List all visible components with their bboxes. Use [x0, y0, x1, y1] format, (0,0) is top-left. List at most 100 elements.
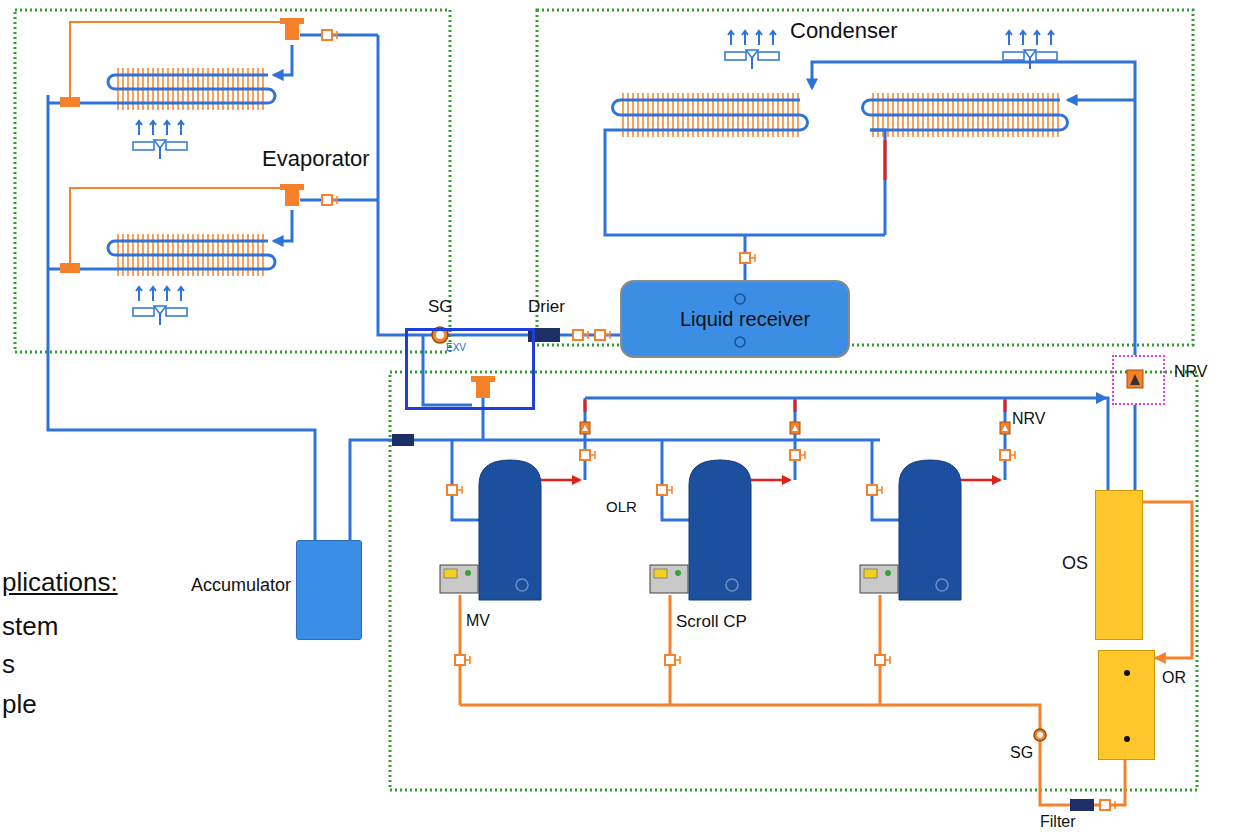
component-node: NRV — [1112, 355, 1165, 405]
hot-segment — [584, 400, 587, 412]
check-valve — [580, 422, 590, 434]
valve-handle — [750, 254, 755, 262]
fan-shaft — [159, 314, 161, 325]
part-label: stem — [2, 612, 58, 642]
airflow-arrow — [1034, 31, 1040, 45]
fan-hub — [154, 306, 166, 314]
oil-return-pipe — [879, 595, 882, 705]
liquid-feed-pipe — [300, 199, 378, 202]
airflow-arrow — [150, 287, 156, 301]
hot-segment — [884, 140, 887, 180]
scroll-compressor — [899, 460, 961, 600]
fan-blade — [133, 142, 154, 150]
sensing-bulb — [60, 97, 80, 107]
sight-glass-window — [1037, 732, 1043, 738]
component-label: Liquid receiver — [680, 308, 810, 331]
discharge-pipe — [1004, 398, 1007, 480]
check-valve — [1127, 370, 1143, 388]
oil-solenoid-lamp — [675, 570, 681, 576]
component-node: EXV — [405, 328, 535, 410]
flow-arrow — [1096, 392, 1108, 404]
fan-hub — [154, 140, 166, 148]
pipe-connector — [1134, 405, 1137, 490]
coil-tube — [108, 75, 275, 103]
fan-blade — [758, 52, 779, 60]
fan-shaft — [159, 148, 161, 159]
airflow-arrow — [178, 287, 184, 301]
fan-blade — [133, 308, 154, 316]
airflow-arrow — [136, 287, 142, 301]
airflow-arrow — [1048, 31, 1054, 45]
valve-handle — [1110, 801, 1115, 809]
coil-tube — [863, 100, 1068, 130]
airflow-arrow — [742, 31, 748, 45]
part-label: Scroll CP — [676, 612, 747, 632]
service-valve — [322, 30, 332, 40]
check-valve-arrow — [582, 425, 588, 431]
heat-exchanger-coil — [613, 93, 808, 137]
oil-solenoid-coil — [444, 569, 457, 578]
hot-gas-pipe — [1068, 99, 1135, 102]
airflow-arrow — [1006, 31, 1012, 45]
oil-return-pipe — [459, 595, 462, 705]
heat-exchanger-coil — [108, 234, 275, 276]
part-label: Filter — [1040, 813, 1076, 831]
oil-solenoid-body — [440, 565, 478, 593]
airflow-arrow — [770, 31, 776, 45]
airflow-arrow — [164, 121, 170, 135]
oil-solenoid-lamp — [465, 570, 471, 576]
component-label: EXV — [446, 342, 466, 354]
capillary-line — [70, 22, 292, 98]
suction-filter — [392, 434, 414, 446]
check-valve-arrow — [792, 425, 798, 431]
tank-port — [735, 337, 745, 347]
liquid-feed-pipe — [300, 34, 378, 37]
sight-glass — [1034, 729, 1046, 741]
scroll-compressor — [689, 460, 751, 600]
hot-segment — [1004, 400, 1007, 412]
fan-hub — [746, 50, 758, 58]
part-label: OLR — [606, 498, 637, 515]
valve-handle — [885, 656, 890, 664]
service-valve — [595, 330, 605, 340]
level-dot — [1124, 736, 1130, 742]
part-label: Evaporator — [262, 146, 370, 171]
oil-return-pipe — [669, 595, 672, 705]
part-label: Condenser — [790, 18, 898, 43]
capillary-line — [70, 188, 292, 264]
valve-handle — [605, 331, 610, 339]
oil-solenoid-coil — [654, 569, 667, 578]
expansion-valve-head — [471, 376, 495, 382]
valve-handle — [583, 331, 588, 339]
oil-sight-port — [726, 579, 738, 591]
oil-header — [460, 705, 1125, 805]
coil-tube — [613, 100, 808, 130]
component-label: NRV — [1174, 363, 1208, 381]
compressor-suction-pipe — [872, 440, 899, 520]
zone-outline — [390, 372, 1197, 790]
check-valve — [790, 422, 800, 434]
sensing-bulb — [60, 263, 80, 273]
discharge-pipe — [584, 398, 587, 480]
suction-pipe — [48, 268, 115, 271]
component-node: OR — [1098, 650, 1155, 760]
compressor-suction-pipe — [662, 440, 689, 520]
component-node: Liquid receiver — [620, 280, 850, 358]
service-valve — [790, 450, 800, 460]
valve-handle — [332, 196, 337, 204]
oil-sight-port — [936, 579, 948, 591]
pipe-connector — [1143, 502, 1192, 658]
airflow-arrow — [178, 121, 184, 135]
coil-inlet-pipe — [274, 45, 292, 75]
compressor-suction-pipe — [452, 440, 479, 520]
component-label: OS — [1062, 553, 1088, 574]
service-valve — [455, 655, 465, 665]
part-label: SG — [428, 297, 453, 317]
coil-tube — [108, 241, 275, 269]
injection-pipe — [423, 335, 472, 405]
heat-exchanger-coil — [863, 93, 1068, 137]
valve-handle — [877, 486, 882, 494]
service-valve — [1100, 800, 1110, 810]
